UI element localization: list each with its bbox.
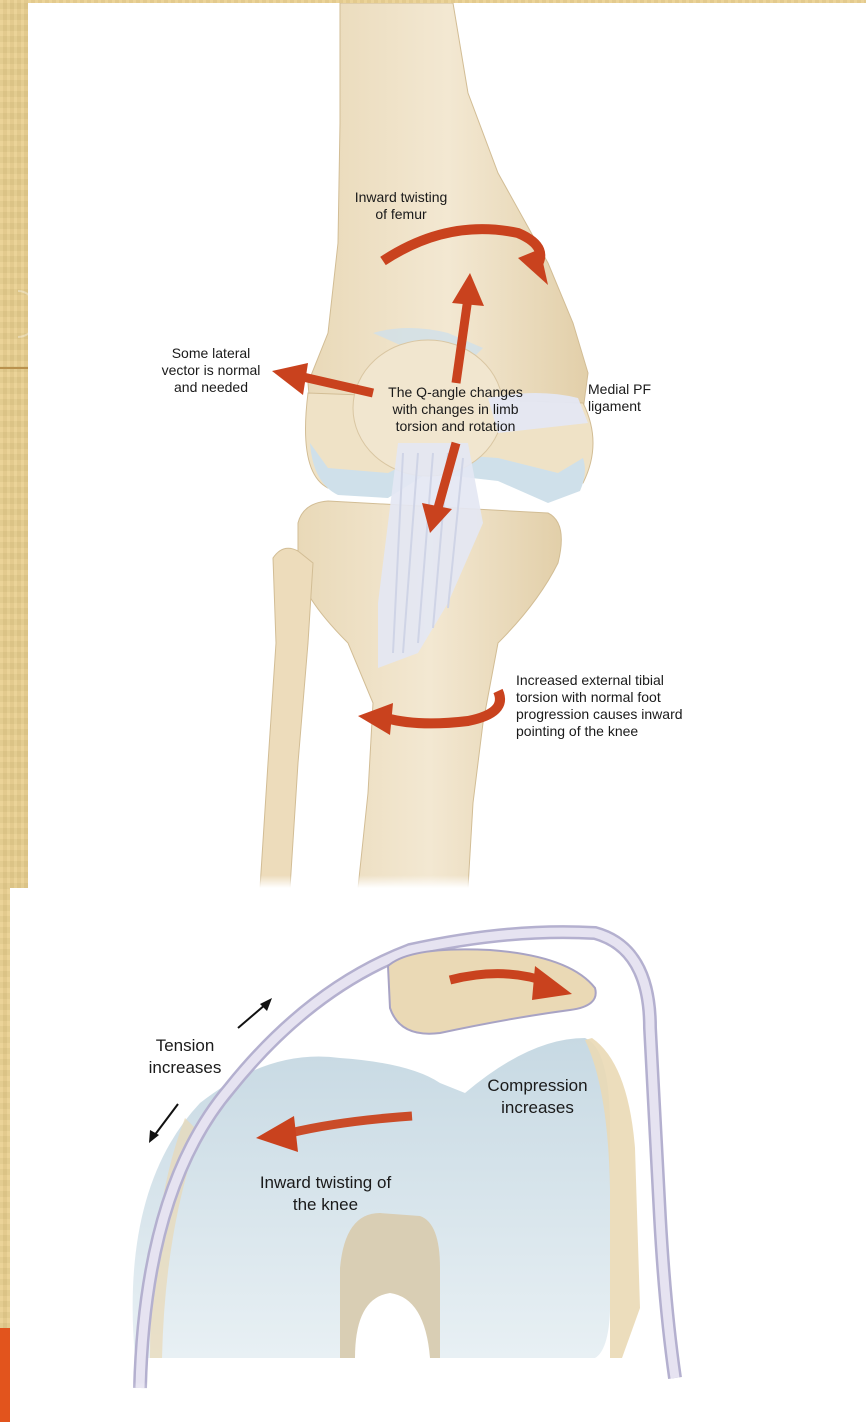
patellofemoral-illustration	[10, 888, 866, 1422]
tension-arrow-down	[154, 1104, 178, 1136]
label-tension-increases: Tension increases	[130, 1035, 240, 1079]
slide-divider	[0, 367, 30, 369]
patellofemoral-axial-figure: Tension increases Compression increases …	[10, 888, 866, 1422]
tension-arrowhead-up	[260, 998, 272, 1011]
label-q-angle: The Q-angle changes with changes in limb…	[368, 384, 543, 435]
tension-arrow-up	[238, 1004, 266, 1028]
knee-anterior-illustration	[28, 3, 866, 888]
label-inward-twisting-knee: Inward twisting of the knee	[238, 1172, 413, 1216]
accent-bar	[0, 1328, 10, 1422]
label-lateral-vector: Some lateral vector is normal and needed	[146, 345, 276, 396]
label-medial-pf-ligament: Medial PF ligament	[588, 381, 698, 415]
label-compression-increases: Compression increases	[465, 1075, 610, 1119]
lateral-arrowhead	[272, 363, 308, 395]
knee-anterior-figure: Inward twisting of femur Some lateral ve…	[28, 3, 866, 888]
label-inward-twisting-femur: Inward twisting of femur	[326, 189, 476, 223]
label-tibial-torsion: Increased external tibial torsion with n…	[516, 672, 726, 740]
